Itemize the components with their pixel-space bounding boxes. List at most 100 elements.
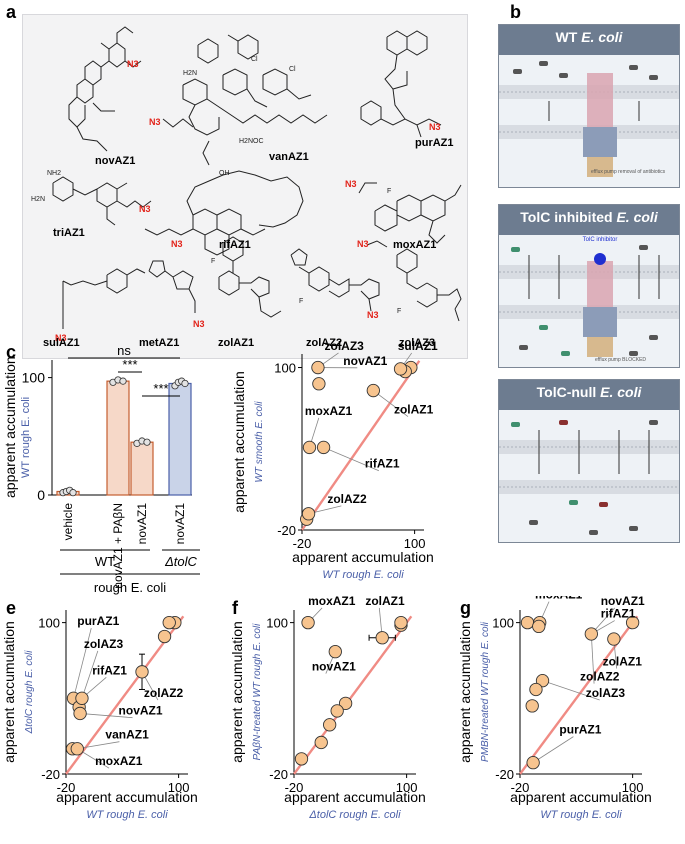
- data-point: [375, 631, 389, 645]
- point-label: moxAZ1: [305, 404, 353, 418]
- y-tick-label: -20: [495, 767, 514, 782]
- azide-label: N3: [55, 333, 67, 343]
- point-label: zolAZ3: [586, 686, 626, 700]
- data-point: [366, 383, 380, 398]
- chem-atom-label: H2N: [183, 70, 197, 77]
- point-label: zolAZ1: [603, 655, 643, 669]
- point-label: novAZ1: [119, 704, 163, 718]
- y-tick-label: -20: [41, 767, 60, 782]
- x-tick-label: -20: [57, 780, 76, 795]
- panel-label-g: g: [460, 598, 471, 618]
- panel-label-a: a: [6, 2, 17, 22]
- x-axis-sublabel: ΔtolC rough E. coli: [308, 809, 401, 821]
- panel-label-b: b: [510, 2, 521, 22]
- panel-label-c: c: [6, 342, 17, 362]
- data-point: [532, 619, 546, 634]
- y-tick-label: 0: [37, 487, 45, 503]
- chem-atom-label: OH: [219, 170, 230, 177]
- compound-name: purAZ1: [415, 137, 454, 149]
- y-axis-sublabel: ΔtolC rough E. coli: [24, 650, 35, 735]
- y-tick-label: -20: [269, 767, 288, 782]
- data-point: [316, 440, 331, 455]
- data-point: [525, 699, 539, 713]
- x-axis-sublabel: WT rough E. coli: [86, 809, 168, 821]
- chem-atom-label: F: [211, 258, 215, 265]
- group-label-bottom: rough E. coli: [94, 580, 166, 595]
- point-label: zolAZ1: [394, 403, 434, 417]
- data-point: [69, 489, 77, 497]
- y-tick-label: 100: [266, 616, 288, 631]
- null-cell-title: TolC-null E. coli: [536, 384, 642, 400]
- y-axis-label: apparent accumulation: [1, 621, 17, 763]
- data-point: [135, 665, 149, 679]
- data-point: [181, 379, 189, 388]
- label-leader: [532, 736, 574, 763]
- null-cell-schematic: TolC-null E. coli: [498, 379, 680, 543]
- data-point: [520, 615, 535, 630]
- x-axis-sublabel: WT rough E. coli: [540, 809, 622, 821]
- point-label: zolAZ1: [365, 596, 405, 608]
- data-point: [535, 673, 550, 688]
- azide-label: N3: [127, 59, 139, 69]
- x-tick-label: -20: [285, 780, 304, 795]
- compound-name: rifAZ1: [219, 239, 251, 251]
- data-point: [394, 615, 408, 630]
- point-label: rifAZ1: [92, 663, 127, 677]
- label-leader: [73, 628, 92, 699]
- azide-label: N3: [367, 310, 379, 320]
- point-label: moxAZ1: [535, 596, 583, 602]
- azide-label: N3: [149, 117, 161, 127]
- panel-c-ylabel: apparent accumulation: [2, 356, 18, 498]
- group-label-tolc: ΔtolC: [164, 554, 197, 569]
- y-tick-label: 100: [492, 616, 514, 631]
- x-axis-label: apparent accumulation: [292, 549, 434, 565]
- point-label: novAZ1: [343, 354, 387, 368]
- label-leader: [590, 633, 595, 684]
- bar-label: novAZ1 + PAβN: [111, 503, 125, 589]
- data-point: [328, 644, 342, 659]
- point-label: purAZ1: [77, 614, 119, 628]
- compound-name: zolAZ3: [399, 337, 436, 349]
- y-axis-label: apparent accumulation: [231, 371, 247, 513]
- chem-atom-label: F: [299, 298, 303, 305]
- chem-atom-label: Cl: [251, 56, 258, 63]
- point-label: zolAZ2: [327, 492, 367, 506]
- bar: [168, 382, 192, 496]
- point-label: rifAZ1: [365, 457, 400, 471]
- x-tick-label: 100: [404, 536, 426, 551]
- y-axis-label: apparent accumulation: [229, 621, 245, 763]
- tolc-inhibitor-label: TolC inhibitor: [583, 237, 618, 243]
- point-label: vanAZ1: [105, 728, 149, 742]
- chem-atom-label: H2NOC: [239, 138, 264, 145]
- y-tick-label: 100: [274, 361, 296, 376]
- y-axis-sublabel: WT smooth E. coli: [254, 401, 265, 483]
- group-label-wt: WT: [95, 554, 115, 569]
- point-label: novAZ1: [601, 596, 645, 608]
- compound-name: novAZ1: [95, 155, 136, 167]
- y-axis-sublabel: PAβN-treated WT rough E. coli: [252, 623, 263, 760]
- label-leader: [373, 390, 409, 417]
- point-label: moxAZ1: [95, 754, 143, 768]
- compound-name: moxAZ1: [393, 239, 437, 251]
- data-point: [75, 691, 89, 705]
- significance-label: ***: [153, 381, 168, 396]
- x-tick-label: -20: [511, 780, 530, 795]
- x-axis-label: apparent accumulation: [56, 789, 198, 805]
- data-point: [526, 755, 540, 770]
- point-label: zolAZ2: [144, 686, 184, 700]
- identity-line: [301, 360, 421, 531]
- point-label: moxAZ1: [308, 596, 356, 608]
- label-leader: [80, 713, 133, 719]
- data-point: [338, 696, 353, 711]
- wt-cell-title: WT E. coli: [555, 29, 623, 45]
- inhibited-membrane-drawing: TolC inhibitor efflux pump BLOCKED: [499, 237, 679, 363]
- panel-label-f: f: [232, 598, 238, 618]
- data-point: [312, 377, 326, 391]
- chemical-structures-drawing: N3 N3 N3 N3 N3 N3 N3 N3 N3 N3 NH2 H2N H2…: [31, 26, 462, 343]
- label-leader: [323, 447, 380, 472]
- data-point: [584, 627, 598, 641]
- y-axis-sublabel: PMBN-treated WT rough E. coli: [480, 621, 491, 762]
